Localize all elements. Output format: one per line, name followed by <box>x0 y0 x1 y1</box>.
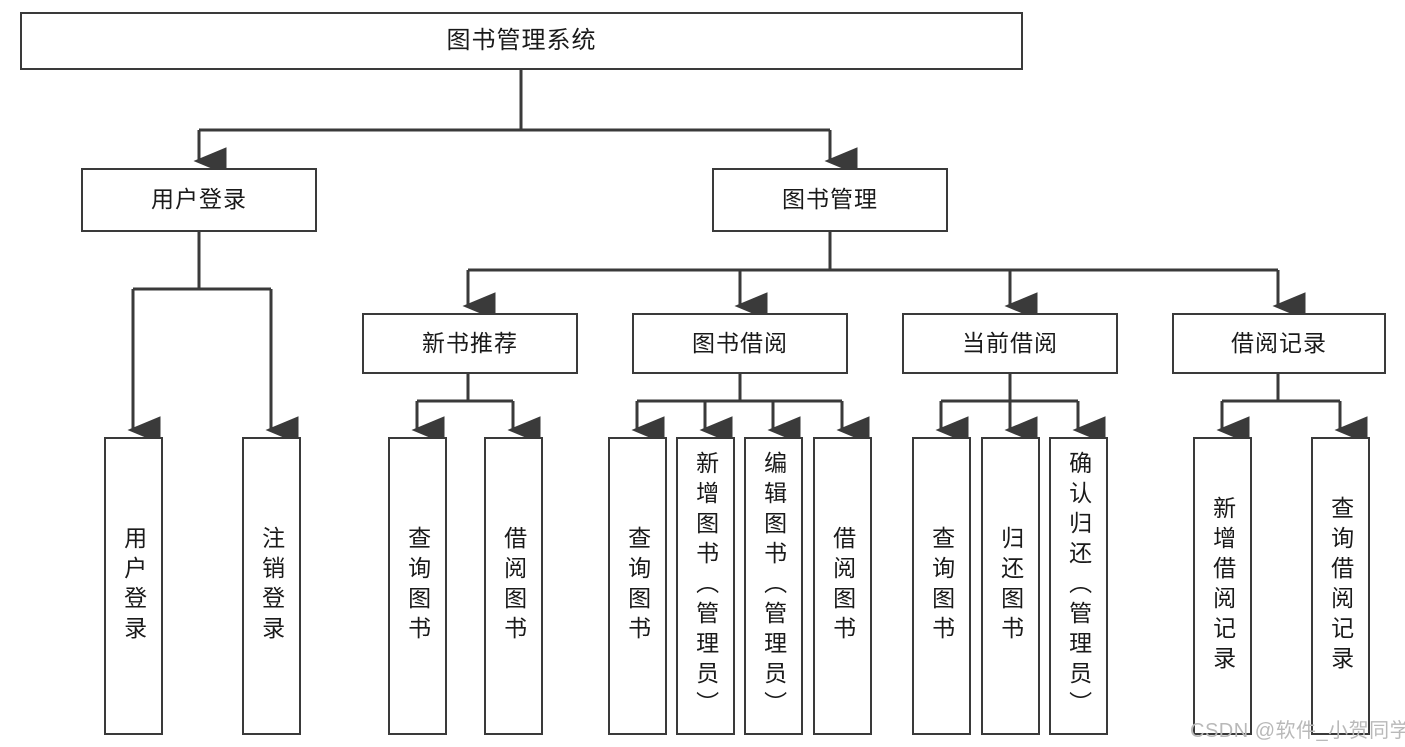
node-label: 当前借阅 <box>962 329 1058 356</box>
leaf-return-book[interactable]: 归还图书 <box>981 437 1040 735</box>
node-label: 注销登录 <box>258 526 285 646</box>
leaf-query-book-new[interactable]: 查询图书 <box>388 437 447 735</box>
node-label: 查询图书 <box>624 526 651 646</box>
node-borrow-record[interactable]: 借阅记录 <box>1172 313 1386 374</box>
node-label: 新书推荐 <box>422 329 518 356</box>
node-label: 编辑图书（管理员） <box>760 451 787 721</box>
node-label: 用户登录 <box>120 526 147 646</box>
node-user-login[interactable]: 用户登录 <box>81 168 317 232</box>
node-label: 归还图书 <box>997 526 1024 646</box>
leaf-query-borrow-record[interactable]: 查询借阅记录 <box>1311 437 1370 735</box>
node-root-book-management-system[interactable]: 图书管理系统 <box>20 12 1023 70</box>
node-label: 查询图书 <box>928 526 955 646</box>
leaf-add-borrow-record[interactable]: 新增借阅记录 <box>1193 437 1252 735</box>
leaf-borrow-book-new[interactable]: 借阅图书 <box>484 437 543 735</box>
node-label: 新增借阅记录 <box>1209 496 1236 676</box>
leaf-add-book-admin[interactable]: 新增图书（管理员） <box>676 437 735 735</box>
watermark-text: CSDN @软件_小贺同学 <box>1190 720 1405 742</box>
node-label: 查询借阅记录 <box>1327 496 1354 676</box>
node-label: 用户登录 <box>151 186 247 213</box>
node-label: 借阅图书 <box>829 526 856 646</box>
leaf-edit-book-admin[interactable]: 编辑图书（管理员） <box>744 437 803 735</box>
node-label: 查询图书 <box>404 526 431 646</box>
node-label: 确认归还（管理员） <box>1065 451 1092 721</box>
node-current-borrow[interactable]: 当前借阅 <box>902 313 1118 374</box>
leaf-query-book-current[interactable]: 查询图书 <box>912 437 971 735</box>
node-label: 借阅记录 <box>1231 329 1327 356</box>
node-new-book-recommend[interactable]: 新书推荐 <box>362 313 578 374</box>
node-label: 图书管理 <box>782 186 878 213</box>
node-label: 新增图书（管理员） <box>692 451 719 721</box>
node-label: 借阅图书 <box>500 526 527 646</box>
node-label: 图书管理系统 <box>446 26 597 54</box>
leaf-borrow-book[interactable]: 借阅图书 <box>813 437 872 735</box>
node-book-management[interactable]: 图书管理 <box>712 168 948 232</box>
leaf-confirm-return-admin[interactable]: 确认归还（管理员） <box>1049 437 1108 735</box>
leaf-query-book-borrow[interactable]: 查询图书 <box>608 437 667 735</box>
node-label: 图书借阅 <box>692 329 788 356</box>
node-book-borrow[interactable]: 图书借阅 <box>632 313 848 374</box>
leaf-user-login[interactable]: 用户登录 <box>104 437 163 735</box>
leaf-logout-login[interactable]: 注销登录 <box>242 437 301 735</box>
